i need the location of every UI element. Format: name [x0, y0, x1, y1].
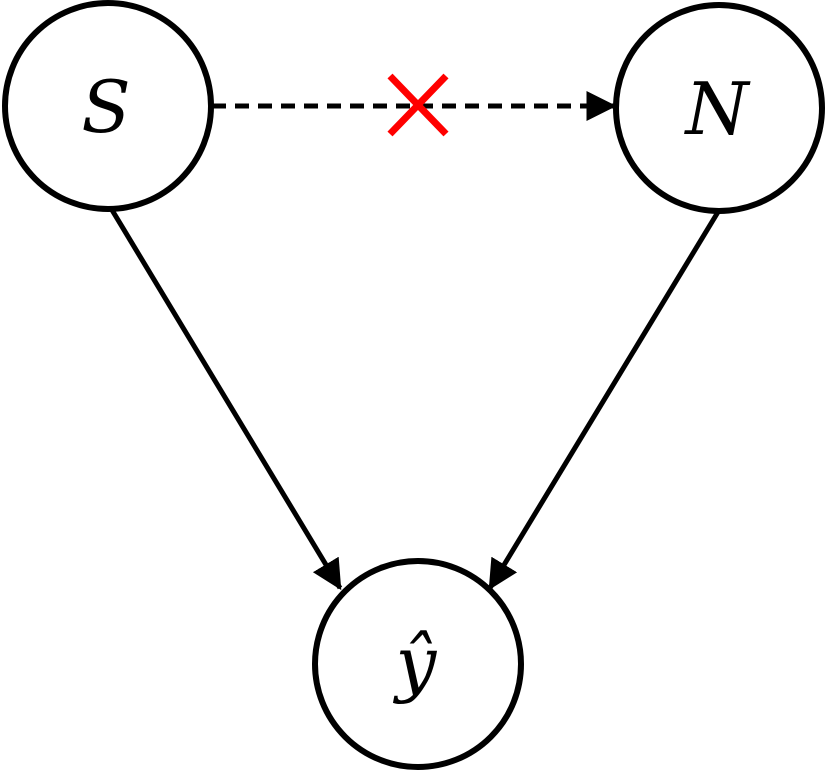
node-n-label: N: [684, 67, 752, 151]
node-s-label: S: [81, 65, 130, 149]
node-yhat: ŷ: [312, 558, 524, 770]
edge-n-to-yhat: [487, 210, 721, 591]
node-s-circle: [2, 0, 214, 212]
edge-s-to-yhat: [109, 208, 343, 591]
node-yhat-label: ŷ: [393, 621, 438, 705]
node-s: S: [2, 0, 214, 212]
x-cross-icon: [387, 73, 449, 137]
node-yhat-circle: [312, 558, 524, 770]
node-n-circle: [613, 2, 825, 214]
node-n: N: [613, 2, 825, 214]
